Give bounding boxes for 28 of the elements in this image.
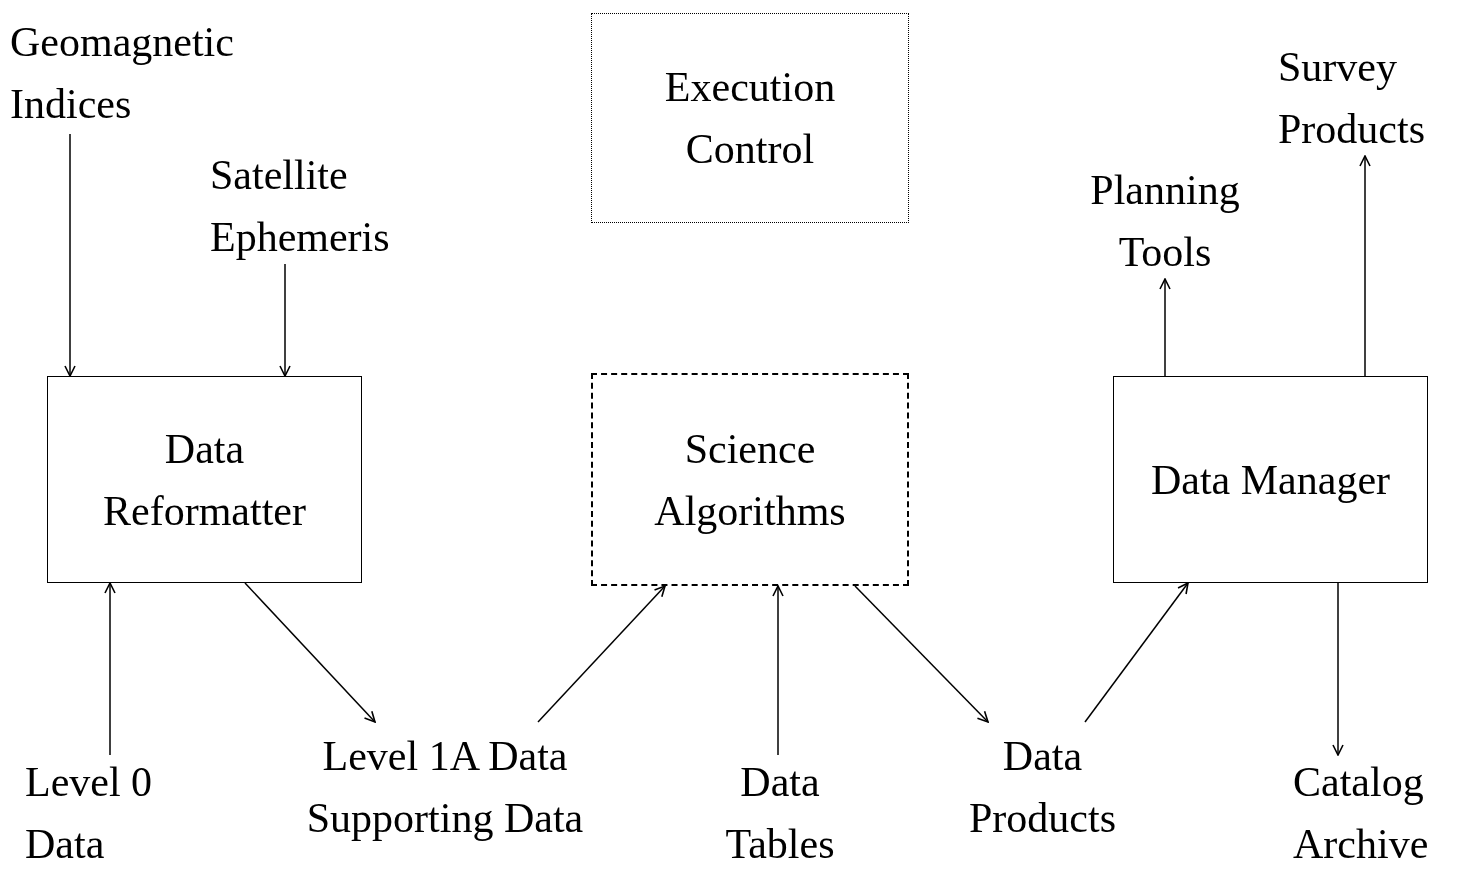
- input-label: Data Tables: [724, 758, 836, 869]
- arrow: [1359, 155, 1371, 377]
- arrow: [279, 263, 291, 377]
- arrow: [854, 585, 989, 723]
- input-label: Geomagnetic Indices: [10, 18, 235, 129]
- process-box: [1113, 376, 1428, 583]
- control-box: [591, 13, 909, 223]
- arrow: [537, 585, 666, 723]
- input-label: Satellite Ephemeris: [210, 151, 391, 262]
- data-label: Level 1A Data Supporting Data: [305, 732, 585, 843]
- box-label: Execution Control: [663, 63, 837, 174]
- arrow: [64, 133, 76, 377]
- process-box: [47, 376, 362, 583]
- output-label: Planning Tools: [1089, 166, 1241, 277]
- output-label: Survey Products: [1278, 43, 1426, 154]
- arrow: [1084, 582, 1189, 723]
- arrow: [1159, 278, 1171, 377]
- arrow: [1332, 582, 1344, 756]
- input-label: Level 0 Data: [25, 758, 154, 869]
- process-box: [591, 373, 909, 586]
- box-label: Data Manager: [1150, 455, 1390, 505]
- box-label: Data Reformatter: [102, 424, 307, 536]
- arrow: [244, 582, 376, 723]
- output-label: Catalog Archive: [1293, 758, 1430, 869]
- box-label: Science Algorithms: [653, 424, 847, 536]
- arrow: [104, 582, 116, 756]
- output-label: Data Products: [968, 732, 1117, 843]
- arrow: [772, 585, 784, 756]
